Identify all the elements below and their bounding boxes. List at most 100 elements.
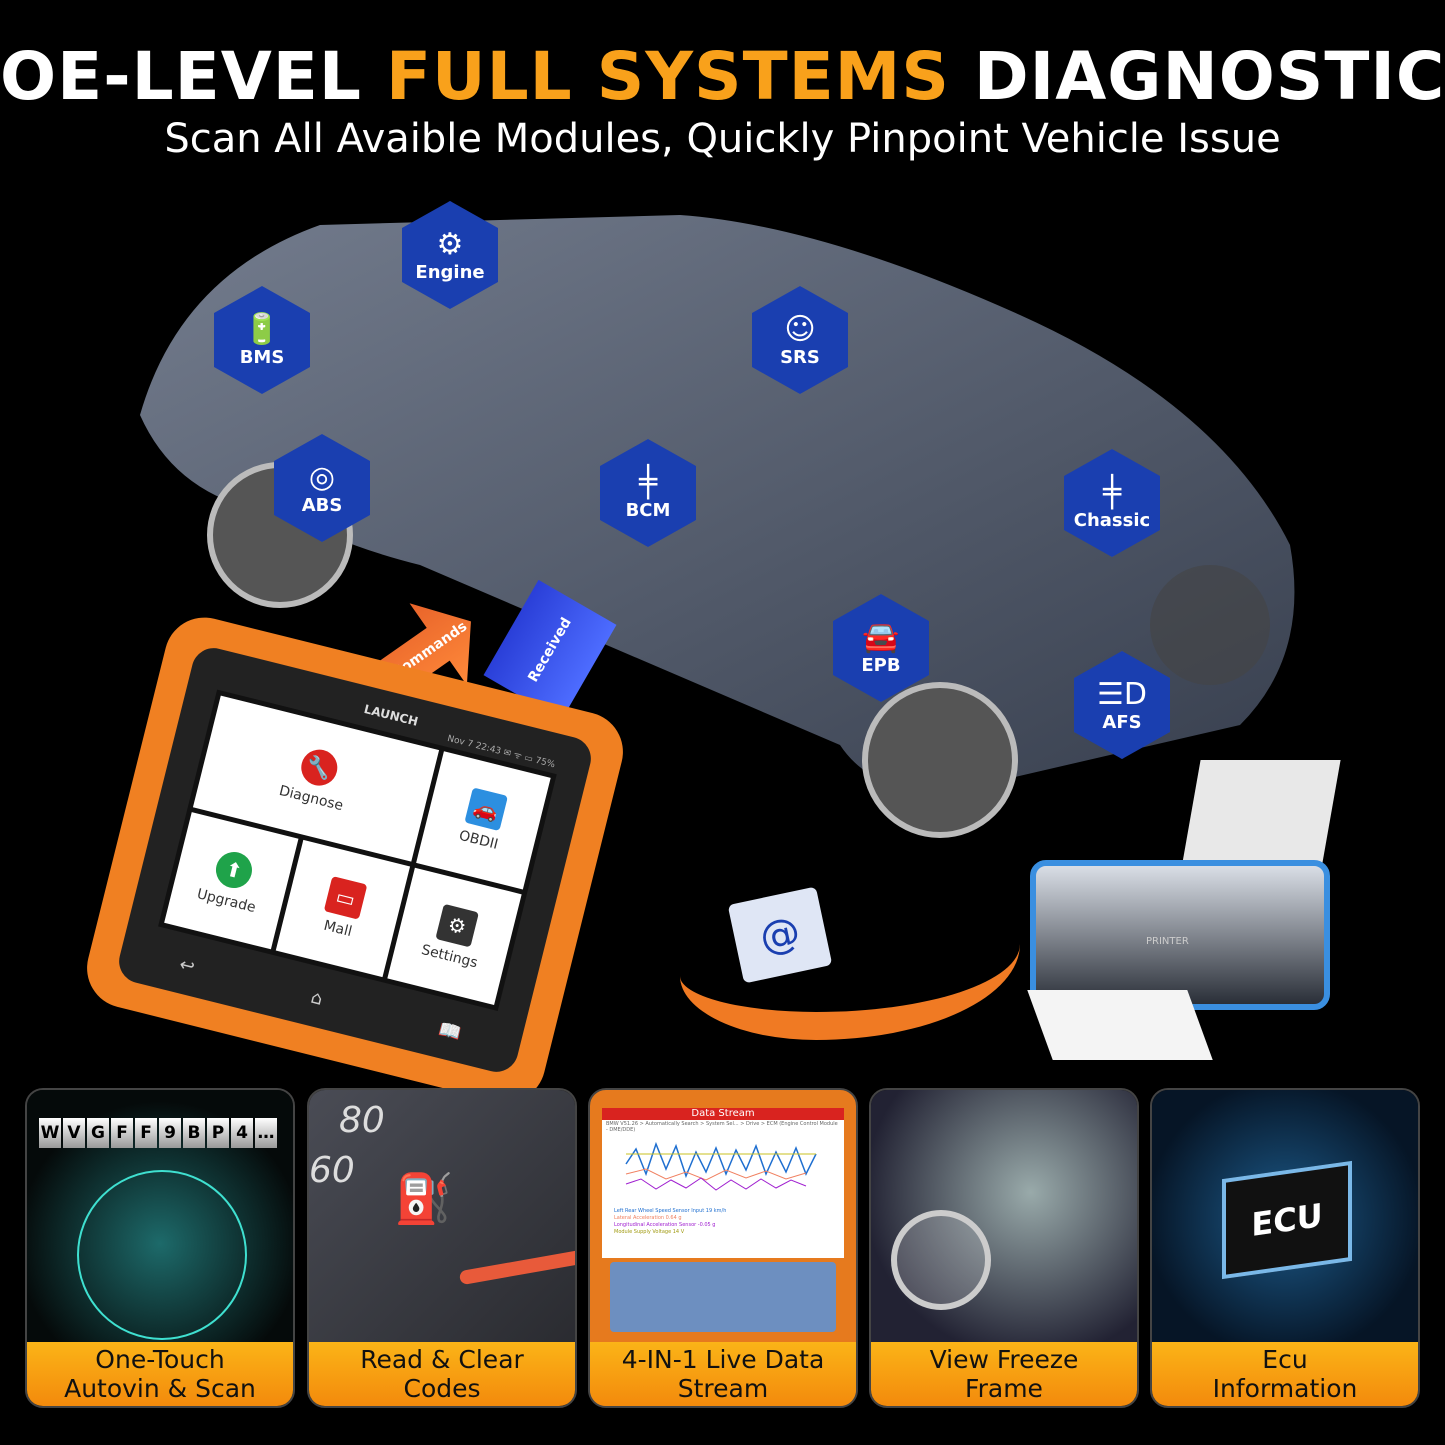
tile-label: Upgrade xyxy=(195,885,258,916)
manual-icon[interactable]: 📖 xyxy=(436,1018,464,1045)
module-label: ABS xyxy=(301,494,343,516)
caption-line: Read & Clear xyxy=(360,1345,524,1374)
legend-item: Longitudinal Acceleration Sensor -0.05 g xyxy=(614,1222,716,1228)
headline-highlight: FULL SYSTEMS xyxy=(385,38,950,115)
airbag-icon: ☺ xyxy=(784,311,816,347)
gauge-number: 60 xyxy=(309,1150,355,1191)
live-data-image: Data Stream BMW V51.26 > Automatically S… xyxy=(590,1090,856,1346)
printed-report xyxy=(1027,990,1213,1060)
tile-label: OBDII xyxy=(457,827,500,854)
headlight-icon: ☰D xyxy=(1097,676,1147,712)
parking-brake-icon: 🚘 xyxy=(862,619,900,655)
data-stream-screen: Data Stream BMW V51.26 > Automatically S… xyxy=(602,1108,844,1258)
tile-label: Mall xyxy=(322,917,354,940)
module-label: EPB xyxy=(861,654,901,676)
ecu-image: ECU xyxy=(1152,1090,1418,1346)
ecu-chip: ECU xyxy=(1222,1160,1352,1280)
headline-part1: OE-LEVEL xyxy=(0,38,362,115)
caption-line: Ecu xyxy=(1262,1345,1308,1374)
received-label: Received xyxy=(525,615,575,685)
gauge-number: 80 xyxy=(339,1100,385,1141)
battery-icon: 🔋 xyxy=(243,311,281,347)
magnifier-icon xyxy=(891,1210,991,1310)
module-epb: 🚘EPB xyxy=(833,594,929,702)
module-srs: ☺SRS xyxy=(752,286,848,394)
module-label: BMS xyxy=(239,346,285,368)
vin-char: F xyxy=(135,1118,157,1148)
data-stream-breadcrumb: BMW V51.26 > Automatically Search > Syst… xyxy=(606,1121,838,1133)
diagnose-icon: 🔧 xyxy=(296,745,341,790)
tile-mall[interactable]: ▭Mall xyxy=(275,839,411,978)
headline: OE-LEVEL FULL SYSTEMS DIAGNOSTICS xyxy=(0,38,1445,115)
module-engine: ⚙Engine xyxy=(402,201,498,309)
series-line xyxy=(625,1168,807,1181)
ecu-chip-label: ECU xyxy=(1251,1195,1323,1245)
caption-line: Autovin & Scan xyxy=(64,1374,256,1403)
series-line xyxy=(625,1141,817,1179)
printer-body: PRINTER xyxy=(1030,860,1330,1010)
vin-char: F xyxy=(111,1118,133,1148)
vin-char: W xyxy=(39,1118,61,1148)
gauge-needle xyxy=(458,1248,575,1286)
legend-item: Left Rear Wheel Speed Sensor Input 19 km… xyxy=(614,1208,727,1214)
chassis-icon: ╪ xyxy=(1102,474,1122,510)
home-icon[interactable]: ⌂ xyxy=(308,986,325,1010)
tile-label: Diagnose xyxy=(277,783,345,815)
printer-label: PRINTER xyxy=(1146,936,1189,947)
tile-upgrade[interactable]: ⬆Upgrade xyxy=(164,811,299,950)
module-label: AFS xyxy=(1102,711,1142,733)
abs-icon: ◎ xyxy=(308,459,336,495)
obdii-icon: 🚗 xyxy=(464,787,508,832)
series-line xyxy=(625,1177,807,1191)
vin-char: B xyxy=(183,1118,205,1148)
legend-item: Lateral Acceleration 0.64 g xyxy=(614,1215,682,1221)
headline-part2: DIAGNOSTICS xyxy=(973,38,1445,115)
caption-line: Codes xyxy=(403,1374,481,1403)
vin-char: P xyxy=(207,1118,229,1148)
dashboard-image: 80 60 ⛽ xyxy=(309,1090,575,1346)
freeze-frame-image xyxy=(871,1090,1137,1346)
module-bms: 🔋BMS xyxy=(214,286,310,394)
module-label: SRS xyxy=(780,346,820,368)
scan-target-icon xyxy=(77,1170,247,1340)
module-abs: ◎ABS xyxy=(274,434,370,542)
tile-obdii[interactable]: 🚗OBDII xyxy=(416,751,551,889)
caption-line: Information xyxy=(1212,1374,1358,1403)
mall-icon: ▭ xyxy=(323,875,368,920)
back-icon[interactable]: ↩ xyxy=(177,954,197,979)
engine-icon: ⚙ xyxy=(436,226,464,262)
data-stream-title: Data Stream xyxy=(602,1108,844,1120)
vin-char: V xyxy=(63,1118,85,1148)
module-label: Chassic xyxy=(1073,509,1151,531)
caption-line: Frame xyxy=(965,1374,1043,1403)
data-stream-graph xyxy=(625,1141,817,1191)
subheadline: Scan All Avaible Modules, Quickly Pinpoi… xyxy=(164,116,1281,162)
tile-settings[interactable]: ⚙Settings xyxy=(387,867,522,1005)
module-bcm: ╪BCM xyxy=(600,439,696,547)
upgrade-icon: ⬆ xyxy=(212,847,256,892)
vin-char: 4 xyxy=(231,1118,253,1148)
vin-char: G xyxy=(87,1118,109,1148)
module-label: Engine xyxy=(415,261,485,283)
legend-item: Module Supply Voltage 14 V xyxy=(614,1229,685,1235)
tile-label: Settings xyxy=(419,941,480,972)
module-label: BCM xyxy=(625,499,671,521)
caption-line: View Freeze xyxy=(929,1345,1079,1374)
feature-live-data: Data Stream BMW V51.26 > Automatically S… xyxy=(588,1088,858,1408)
settings-icon: ⚙ xyxy=(435,903,480,948)
caption-line: Stream xyxy=(677,1374,769,1403)
chassis-icon: ╪ xyxy=(638,464,658,500)
check-engine-icon: ⛽ xyxy=(394,1171,454,1227)
caption-line: 4-IN-1 Live Data xyxy=(621,1345,825,1374)
printer-image: PRINTER xyxy=(1020,760,1341,1060)
